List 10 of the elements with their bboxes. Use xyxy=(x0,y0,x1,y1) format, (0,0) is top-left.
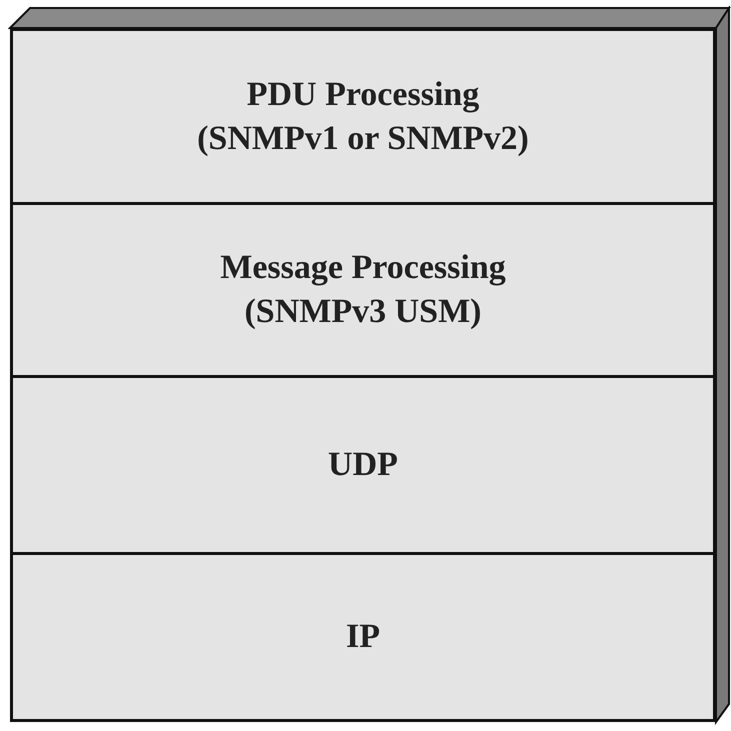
layer-label: UDP xyxy=(328,445,398,485)
layer-label: (SNMPv3 USM) xyxy=(244,292,482,332)
protocol-layer-box xyxy=(10,552,716,722)
layer-label: PDU Processing xyxy=(246,74,480,114)
layer-label: (SNMPv1 or SNMPv2) xyxy=(197,118,529,158)
layer-label: IP xyxy=(346,617,380,657)
protocol-layer-box xyxy=(10,375,716,555)
layer-label: Message Processing xyxy=(220,248,506,288)
protocol-layer-box xyxy=(10,202,716,378)
protocol-layer-box xyxy=(10,28,716,205)
